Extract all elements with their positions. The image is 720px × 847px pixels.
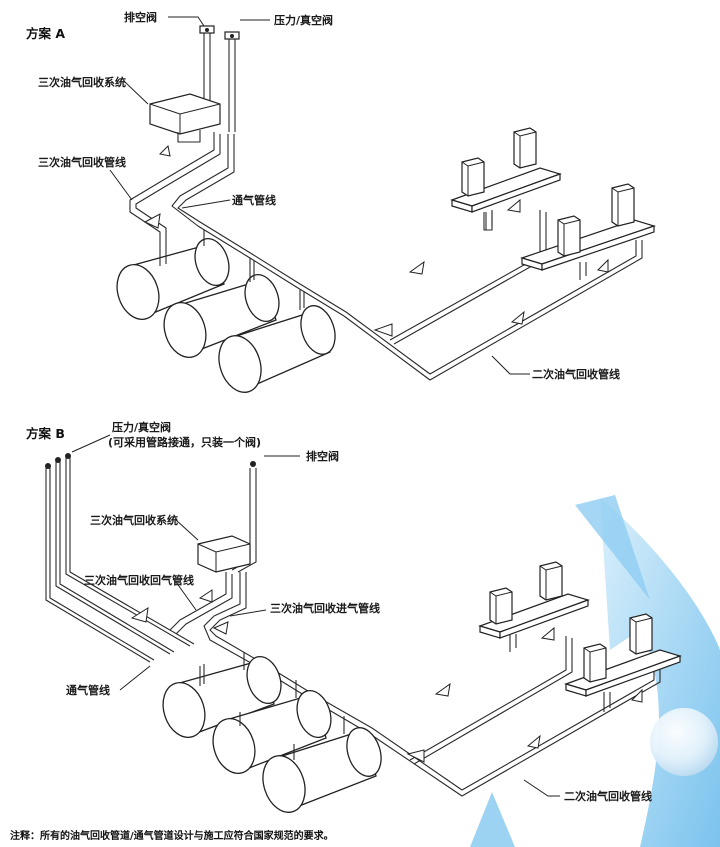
- tertiary-unit-a: [149, 93, 221, 143]
- dispenser-island-a-2: [520, 183, 656, 271]
- label-pv-valve-b: 压力/真空阀: [112, 420, 171, 434]
- tertiary-line-a: [129, 132, 221, 250]
- label-tertiary-return-line-b: 三次油气回收回气管线: [84, 573, 194, 587]
- vent-line-a: [171, 134, 347, 317]
- scheme-a-title: 方案 A: [26, 26, 65, 41]
- label-tertiary-inlet-line-b: 三次油气回收进气管线: [270, 601, 380, 615]
- vent-valve-a: [199, 25, 215, 112]
- tank-b-2: [212, 680, 332, 774]
- scheme-b-title: 方案 B: [26, 426, 65, 441]
- label-tertiary-system-b: 三次油气回收系统: [90, 513, 178, 527]
- label-secondary-line-a: 二次油气回收管线: [532, 367, 620, 381]
- tank-a-1: [116, 230, 230, 320]
- pv-valves-b: [45, 453, 195, 663]
- tank-a-2: [163, 258, 280, 358]
- scheme-b: 方案 B: [26, 420, 682, 813]
- pv-valve-a: [224, 31, 240, 132]
- label-tertiary-line-a: 三次油气回收管线: [38, 155, 126, 169]
- dispenser-island-b-2: [564, 613, 682, 697]
- tank-a-3: [218, 290, 336, 393]
- tertiary-unit-b: [197, 535, 251, 573]
- decorative-bubble: [650, 708, 718, 776]
- label-vent-valve-b: 排空阀: [306, 449, 339, 463]
- label-vent-line-a: 通气管线: [232, 193, 276, 207]
- label-pv-valve-note-b: (可采用管路接通，只装一个阀): [108, 435, 261, 449]
- label-secondary-line-b: 二次油气回收管线: [564, 789, 652, 803]
- dispenser-island-a-1: [450, 127, 562, 231]
- decorative-arrow-bottom: [470, 792, 515, 847]
- label-pv-valve-a: 压力/真空阀: [274, 13, 333, 27]
- tank-b-1: [162, 652, 282, 738]
- dispenser-island-b-1: [478, 561, 590, 639]
- tertiary-return-line-b: [169, 572, 233, 635]
- tank-b-3: [262, 716, 382, 813]
- secondary-line-b: [369, 634, 661, 797]
- label-tertiary-system-a: 三次油气回收系统: [38, 75, 126, 89]
- label-vent-line-b: 通气管线: [66, 683, 110, 697]
- label-vent-valve-a: 排空阀: [124, 10, 157, 24]
- footnote: 注释：所有的油气回收管道/通气管道设计与施工应符合国家规范的要求。: [10, 829, 334, 842]
- scheme-a: 方案 A: [26, 10, 656, 393]
